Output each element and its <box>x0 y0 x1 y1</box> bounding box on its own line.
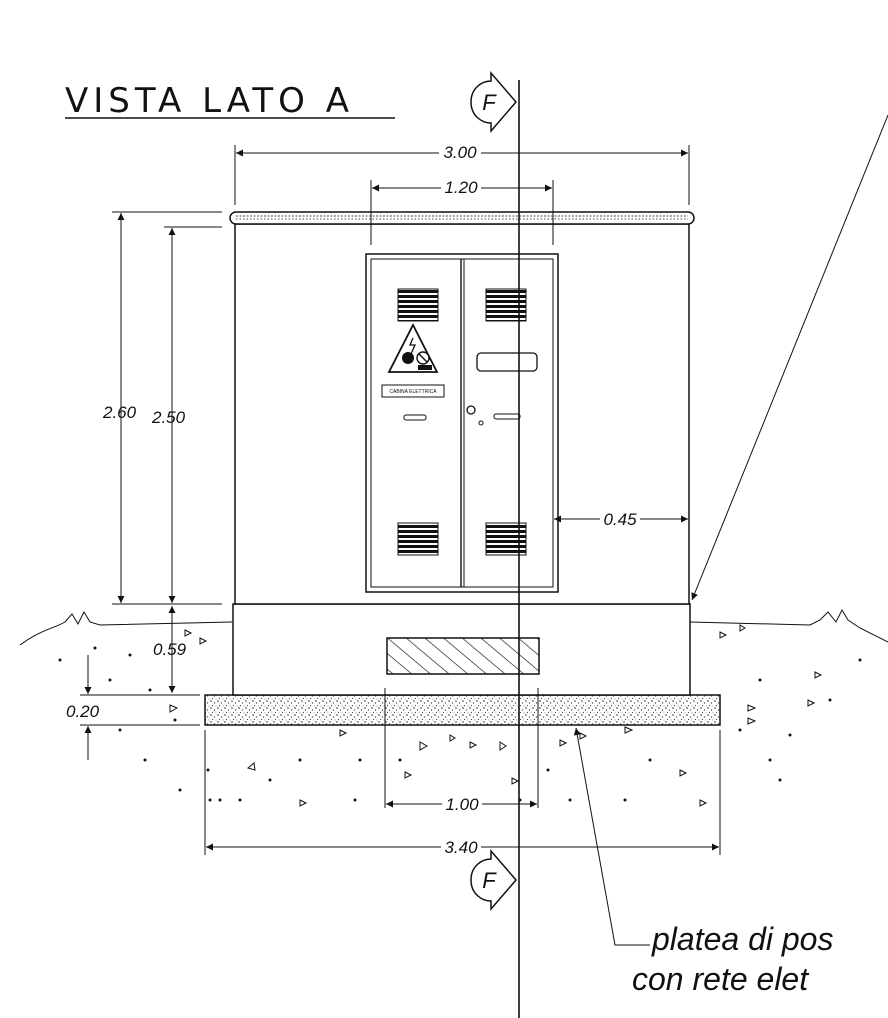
dim-opening-width-label: 1.00 <box>445 795 479 814</box>
roof-cornice <box>229 211 695 225</box>
soil-texture <box>58 624 862 807</box>
section-marker-top-icon <box>470 70 517 134</box>
leader-slab-note <box>573 727 650 946</box>
left-handle <box>403 414 427 421</box>
dim-width-total-label: 3.00 <box>443 143 477 162</box>
dim-slab-width: 3.40 <box>204 730 721 857</box>
note-line-1: platea di pos <box>651 921 833 957</box>
keyhole-icon <box>478 420 484 426</box>
section-marker-top-label: F <box>482 90 497 115</box>
dim-base-height: 0.59 <box>153 606 187 693</box>
drawing-title: VISTA LATO A <box>65 81 395 121</box>
slab-note: platea di pos con rete elet <box>632 921 833 997</box>
name-plate <box>476 352 538 372</box>
foundation-slab <box>204 694 721 726</box>
title-text: VISTA LATO A <box>65 81 354 121</box>
base-opening-hatched <box>386 637 540 675</box>
note-line-2: con rete elet <box>632 961 809 997</box>
double-door: CABINA ELETTRICA <box>365 253 559 593</box>
ground-line <box>19 608 888 646</box>
cabin-sign-text: CABINA ELETTRICA <box>389 389 437 395</box>
dim-door-width: 1.20 <box>370 178 554 245</box>
vent-grille-top-right <box>485 288 527 322</box>
dim-base-height-label: 0.59 <box>153 640 187 659</box>
dim-door-width-label: 1.20 <box>444 178 478 197</box>
dim-width-total: 3.00 <box>234 143 690 205</box>
dim-heights: 2.60 2.50 <box>102 211 222 605</box>
dim-slab-width-label: 3.40 <box>444 838 478 857</box>
dim-slab-thickness: 0.20 <box>66 655 200 760</box>
section-marker-bottom-label: F <box>482 868 497 893</box>
dim-height-body-label: 2.50 <box>151 408 186 427</box>
section-marker-bottom-icon <box>470 848 517 912</box>
vent-grille-top-left <box>397 288 439 322</box>
lock-icon <box>466 405 476 415</box>
dim-side-clearance: 0.45 <box>554 510 688 529</box>
dim-opening-width: 1.00 <box>386 795 537 814</box>
opening-lines <box>384 688 539 808</box>
dim-height-total-label: 2.60 <box>102 403 137 422</box>
section-line-f: F F <box>470 70 520 1018</box>
vent-grille-bottom-left <box>397 522 439 556</box>
warning-sign-icon <box>387 323 439 373</box>
vent-grille-bottom-right <box>485 522 527 556</box>
leader-line-upper <box>691 114 888 601</box>
cabin-sign-plate: CABINA ELETTRICA <box>381 384 445 398</box>
dim-side-clearance-label: 0.45 <box>603 510 637 529</box>
dim-slab-thickness-label: 0.20 <box>66 702 100 721</box>
right-handle <box>493 413 521 420</box>
